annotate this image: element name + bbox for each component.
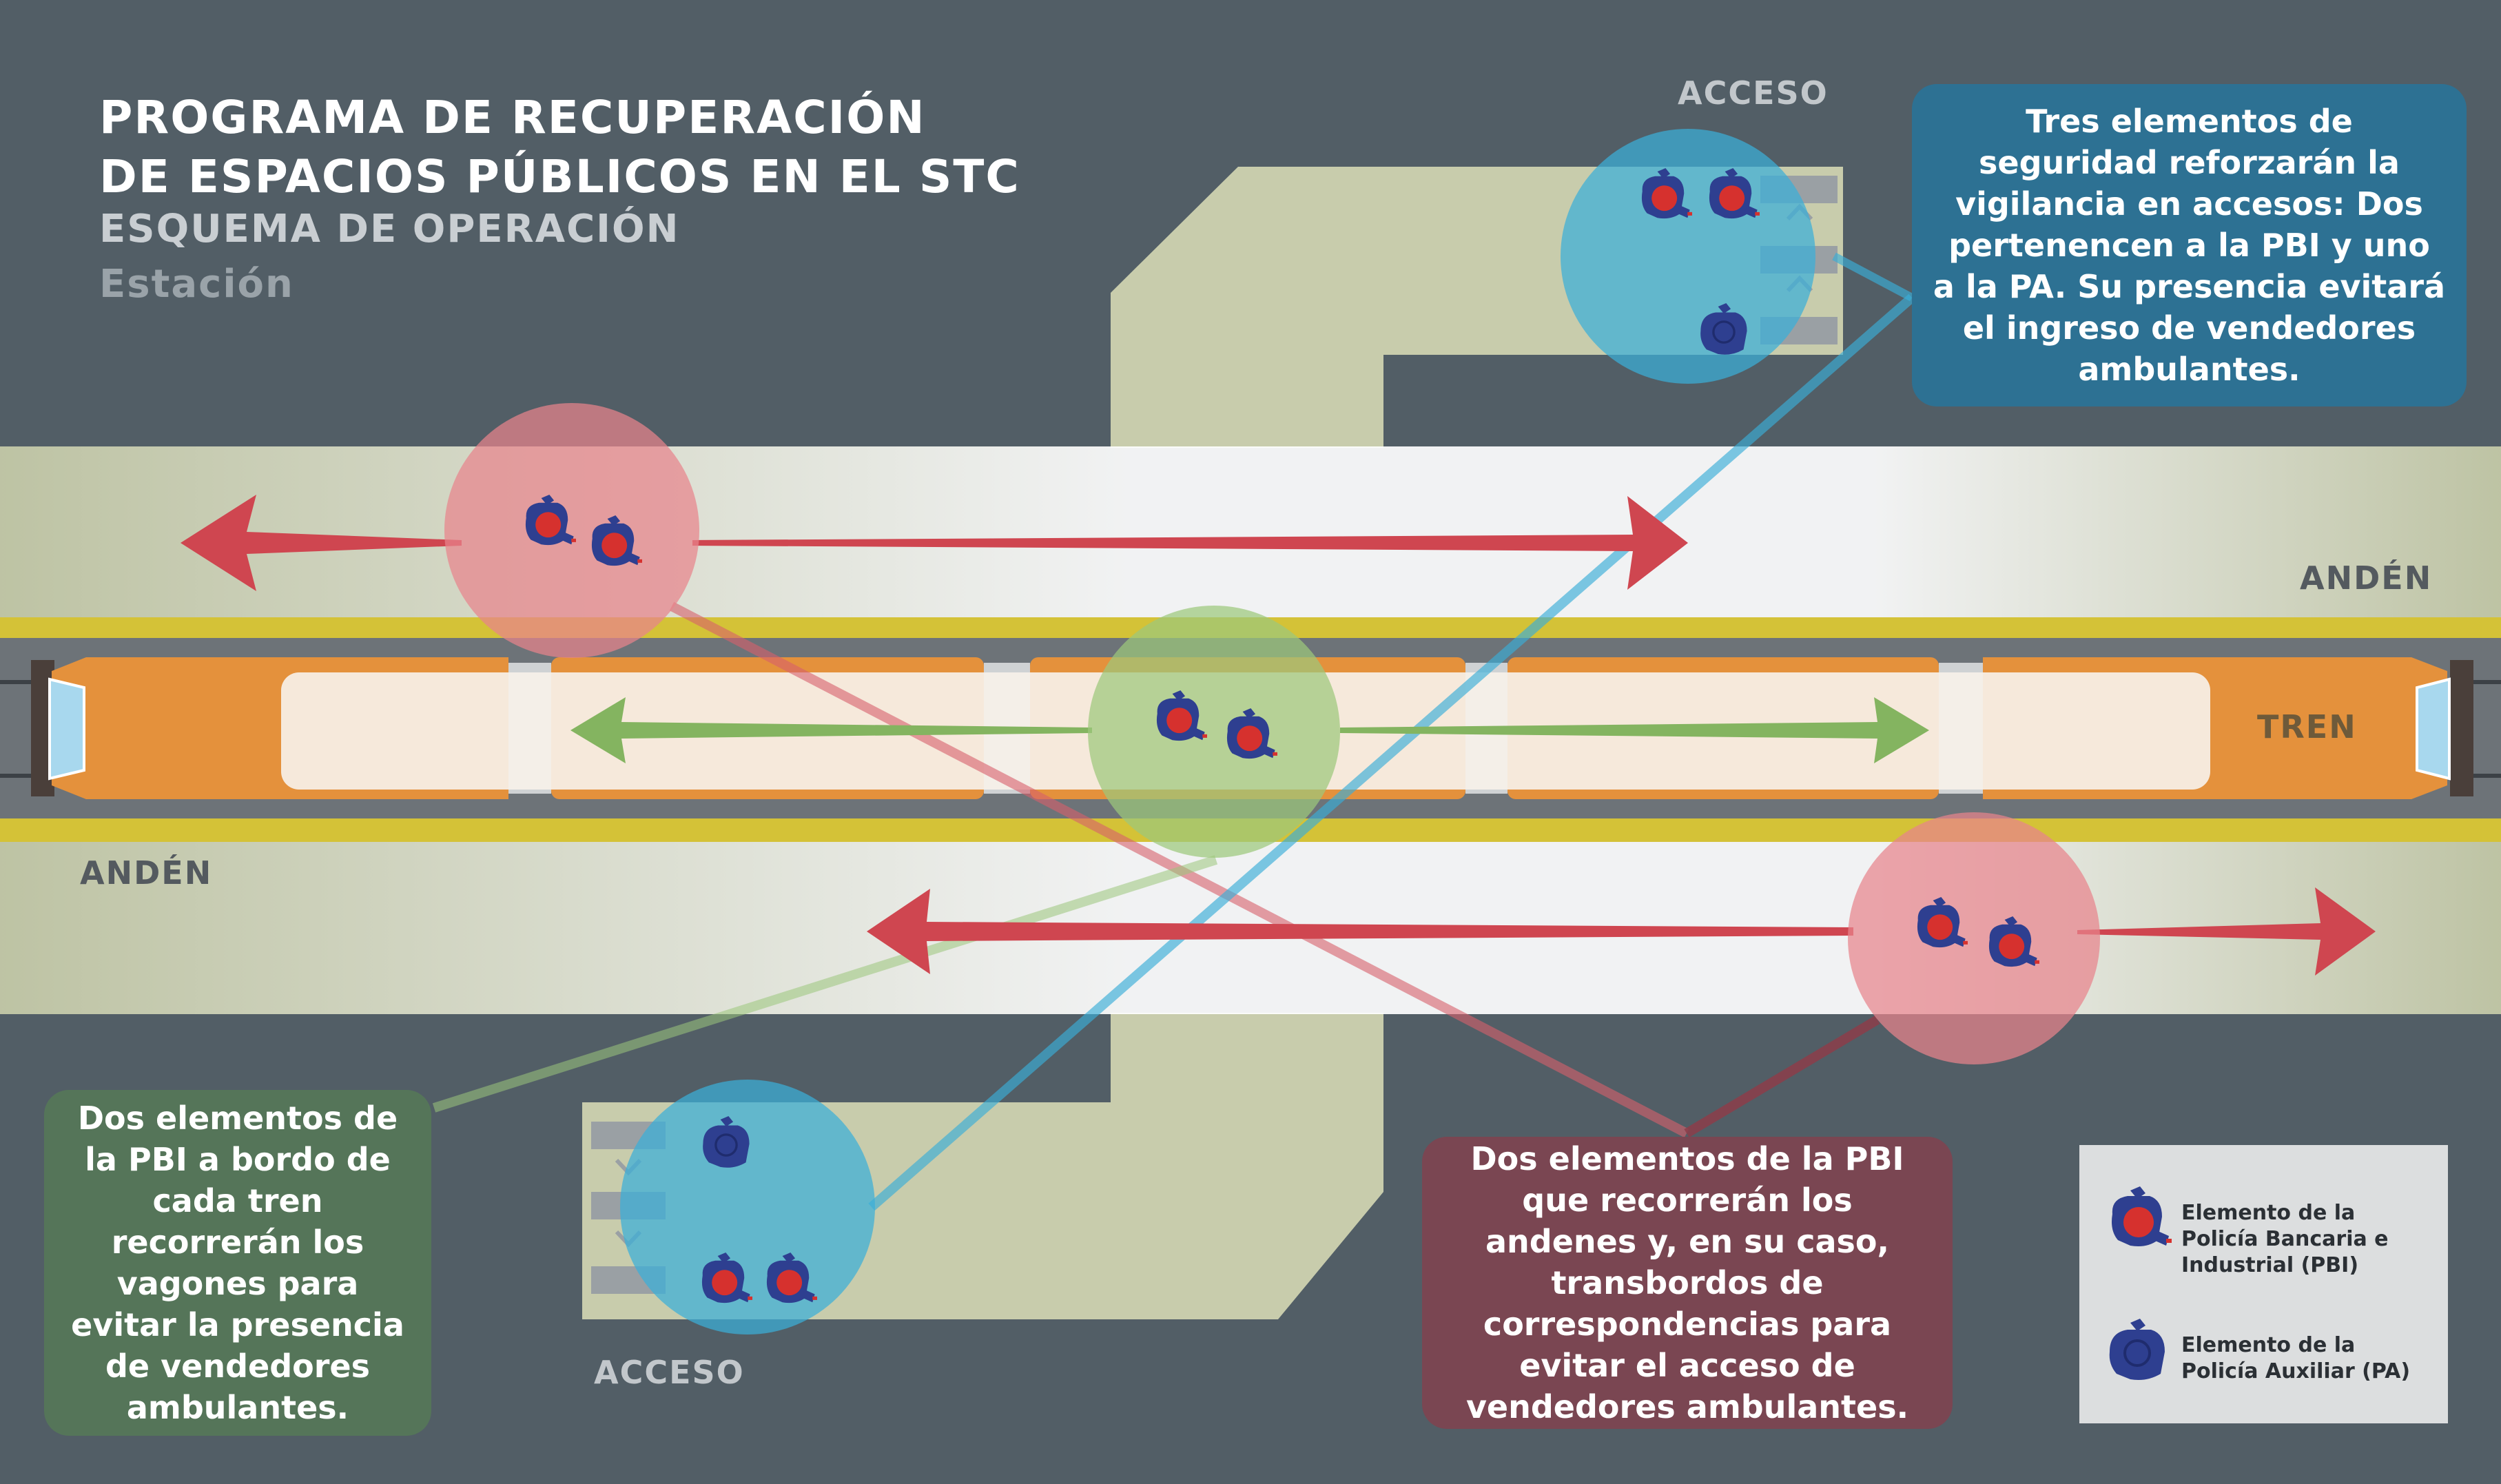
zone-platform-bottom <box>1848 812 2100 1064</box>
police-pa-icon <box>2108 1319 2166 1381</box>
arrow-train <box>570 697 1929 763</box>
callout-train-text: Dos elementos de la PBI a bordo de cada … <box>71 1100 404 1426</box>
connector-blue-2 <box>1832 252 1914 302</box>
zone-platform-top <box>444 403 699 658</box>
zone-access-bottom <box>620 1080 875 1334</box>
zone-access-top <box>1561 129 1815 384</box>
arrow-platform-bottom <box>867 887 2376 976</box>
title-line-1: PROGRAMA DE RECUPERACIÓN <box>99 91 926 144</box>
train-label: TREN <box>2257 708 2357 745</box>
callout-access-security: Tres elementos de seguridad reforzarán l… <box>1912 84 2467 406</box>
callout-access-text: Tres elementos de seguridad reforzarán l… <box>1933 103 2446 388</box>
platform-top <box>0 446 2501 617</box>
zone-train <box>1088 606 1340 858</box>
access-label-top: ACCESO <box>1678 74 1829 112</box>
callout-train-security: Dos elementos de la PBI a bordo de cada … <box>44 1090 431 1436</box>
connector-green <box>432 855 1218 1113</box>
connector-red-2 <box>1684 1015 1880 1138</box>
legend-pa-label: Elemento de la Policía Auxiliar (PA) <box>2181 1333 2411 1383</box>
legend: Elemento de la Policía Bancaria e Indust… <box>2079 1145 2448 1423</box>
callout-platform-security: Dos elementos de la PBI que recorrerán l… <box>1422 1137 1953 1429</box>
legend-item-pbi: Elemento de la Policía Bancaria e Indust… <box>2079 1173 2448 1277</box>
access-label-bottom: ACCESO <box>594 1354 745 1391</box>
station-label: Estación <box>99 262 294 307</box>
legend-pbi-label: Elemento de la Policía Bancaria e Indust… <box>2181 1201 2389 1277</box>
page-subtitle: ESQUEMA DE OPERACIÓN <box>99 207 680 251</box>
platform-label-bottom: ANDÉN <box>80 854 213 892</box>
page-title: PROGRAMA DE RECUPERACIÓN DE ESPACIOS PÚB… <box>99 88 1020 207</box>
police-pbi-icon <box>2112 1186 2172 1246</box>
legend-item-pa: Elemento de la Policía Auxiliar (PA) <box>2079 1305 2448 1394</box>
callout-platform-text: Dos elementos de la PBI que recorrerán l… <box>1465 1140 1909 1425</box>
title-line-2: DE ESPACIOS PÚBLICOS EN EL STC <box>99 150 1020 203</box>
arrow-platform-top <box>181 495 1688 591</box>
connector-blue <box>868 293 1915 1211</box>
platform-label-top: ANDÉN <box>2300 559 2433 597</box>
